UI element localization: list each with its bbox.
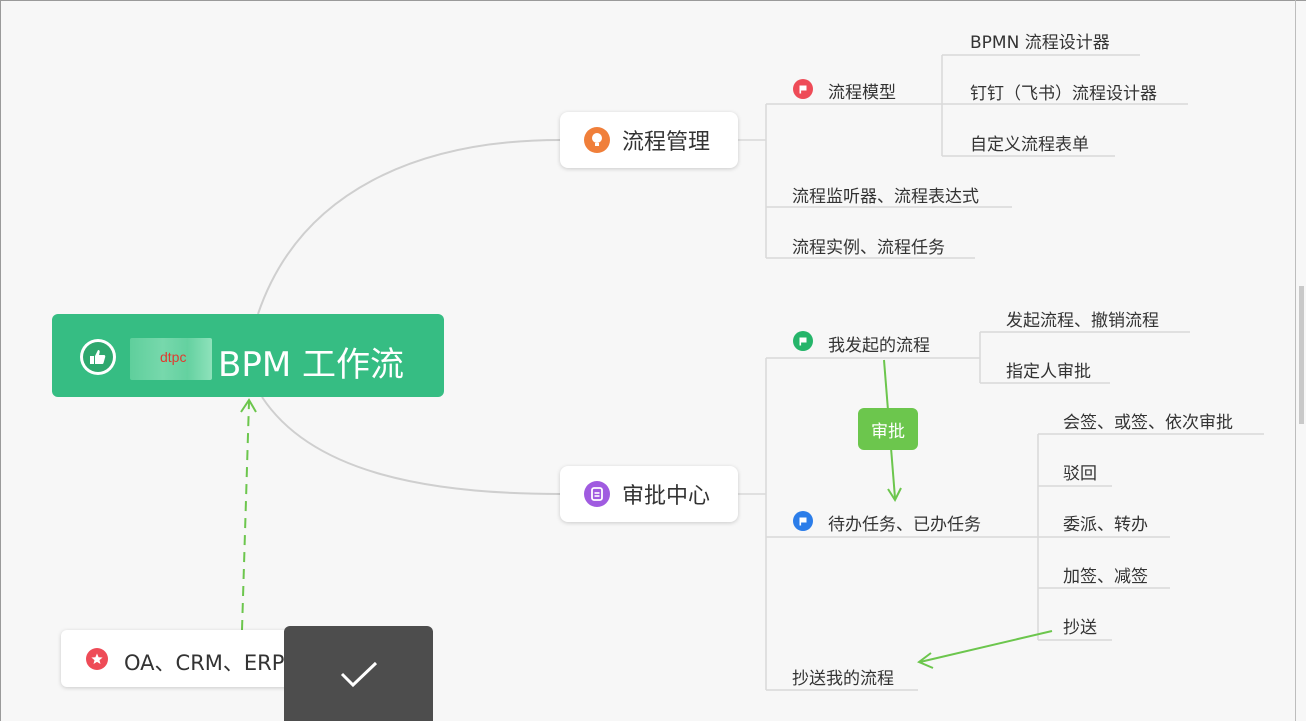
node-my-started[interactable]: 我发起的流程: [828, 336, 930, 356]
connector-root-flow-mgmt: [257, 139, 561, 315]
connector-root-approval: [261, 396, 561, 495]
leaf-countersign[interactable]: 会签、或签、依次审批: [1063, 413, 1233, 433]
flag-icon: [793, 331, 813, 351]
watermark-text: dtpc: [160, 349, 187, 365]
leaf-reject[interactable]: 驳回: [1063, 464, 1097, 484]
branch-flow-mgmt-label: 流程管理: [622, 130, 711, 155]
relation-label-approval[interactable]: 审批: [858, 408, 918, 450]
leaf-delegate[interactable]: 委派、转办: [1063, 515, 1148, 535]
blurred-brand-text: [130, 338, 212, 380]
leaf-assign-approver[interactable]: 指定人审批: [1006, 362, 1091, 382]
thumbs-up-icon: [80, 339, 116, 375]
approval-subtree-lines: [738, 331, 1264, 691]
branch-flow-mgmt[interactable]: 流程管理: [560, 112, 738, 168]
clipboard-icon: [584, 481, 610, 507]
leaf-bpmn-designer[interactable]: BPMN 流程设计器: [970, 33, 1110, 53]
relation-arrow-cc: [917, 630, 1053, 669]
leaf-instance[interactable]: 流程实例、流程任务: [792, 238, 945, 258]
confirm-overlay-button[interactable]: [284, 626, 433, 721]
leaf-start-revoke[interactable]: 发起流程、撤销流程: [1006, 311, 1159, 331]
node-flow-model[interactable]: 流程模型: [828, 83, 896, 103]
leaf-cc-to-me[interactable]: 抄送我的流程: [792, 669, 894, 689]
root-node[interactable]: [52, 314, 444, 397]
branch-approval[interactable]: 审批中心: [560, 466, 738, 522]
leaf-listener[interactable]: 流程监听器、流程表达式: [792, 187, 979, 207]
leaf-add-remove-sign[interactable]: 加签、减签: [1063, 567, 1148, 587]
leaf-dingtalk-designer[interactable]: 钉钉（飞书）流程设计器: [970, 84, 1157, 104]
leaf-custom-form[interactable]: 自定义流程表单: [970, 135, 1089, 155]
branch-approval-label: 审批中心: [622, 484, 711, 509]
lightbulb-icon: [584, 127, 610, 153]
leaf-cc[interactable]: 抄送: [1063, 618, 1097, 638]
dashed-arrow-oa-root: [240, 398, 257, 631]
floating-node-oa[interactable]: OA、CRM、ERP: [61, 630, 301, 687]
root-title: BPM 工作流: [218, 345, 404, 385]
flag-icon: [793, 79, 813, 99]
node-todo-done[interactable]: 待办任务、已办任务: [828, 515, 981, 535]
flow-mgmt-subtree-lines: [738, 54, 1188, 259]
star-icon: [86, 648, 108, 670]
flag-icon: [793, 511, 813, 531]
floating-node-oa-label: OA、CRM、ERP: [124, 651, 285, 675]
checkmark-icon: [340, 661, 377, 687]
